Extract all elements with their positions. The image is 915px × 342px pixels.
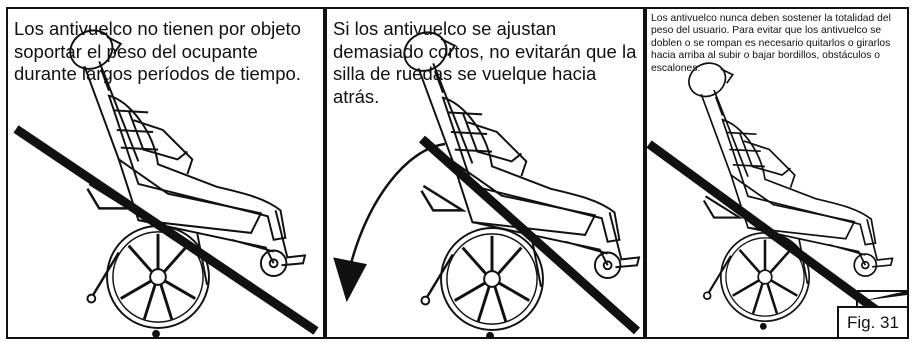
panel-3: Los antivuelco nunca deben sostener la t… — [645, 7, 909, 339]
panel-2: Si los antivuelco se ajustan demasiado c… — [325, 7, 645, 339]
wheelchair-occupant-illustration — [396, 24, 641, 337]
panel-1: Los antivuelco no tienen por objeto sopo… — [6, 7, 325, 339]
prohibition-slash — [647, 140, 907, 335]
tip-direction-arrow — [333, 142, 446, 303]
panel-3-caption: Los antivuelco nunca deben sostener la t… — [651, 13, 891, 74]
panel-2-illustration — [333, 24, 641, 337]
prohibition-slash — [419, 135, 640, 335]
panel-3-illustration — [647, 55, 907, 335]
figure-label: Fig. 31 — [837, 306, 907, 337]
panel-2-caption: Si los antivuelco se ajustan demasiado c… — [333, 18, 637, 107]
prohibition-slash — [13, 125, 319, 335]
panel-1-illustration — [13, 22, 319, 337]
